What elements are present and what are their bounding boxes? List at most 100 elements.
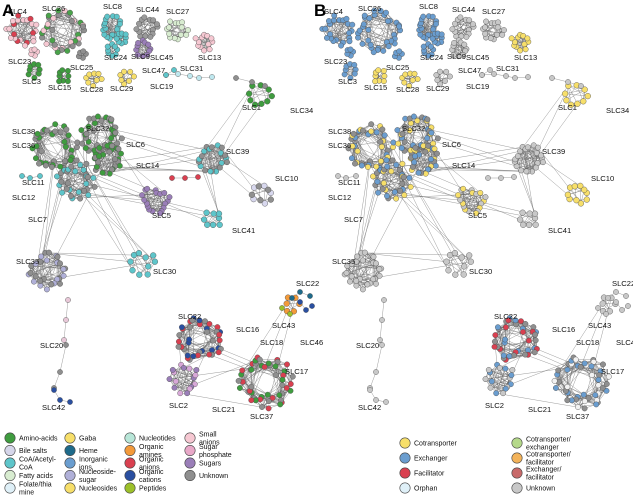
network-node <box>216 331 223 338</box>
network-edge <box>199 158 227 160</box>
network-node <box>52 128 58 135</box>
network-edge <box>45 181 62 253</box>
network-edge <box>485 21 503 36</box>
cluster-label: SLC23 <box>8 57 31 66</box>
network-node <box>117 21 123 27</box>
network-edge <box>404 177 410 196</box>
network-node <box>135 40 142 46</box>
network-node <box>184 390 191 397</box>
network-node <box>141 14 148 21</box>
network-node <box>144 271 151 278</box>
network-edge <box>56 195 89 256</box>
network-node <box>51 41 58 48</box>
network-node <box>61 138 68 145</box>
network-node <box>77 195 84 202</box>
network-edge <box>188 324 201 340</box>
cluster-label: SLC6 <box>126 140 145 149</box>
network-edge <box>53 161 156 262</box>
cluster-label: SLC16 <box>236 325 259 334</box>
network-node <box>169 366 176 373</box>
network-edge <box>251 311 288 401</box>
network-edge <box>62 21 73 49</box>
network-node <box>247 97 254 104</box>
network-edge <box>67 182 85 192</box>
network-node <box>269 395 276 401</box>
cluster-label: SLC32 <box>86 124 109 133</box>
network-node <box>42 162 49 169</box>
network-edge <box>330 24 353 39</box>
cluster-label: SLC14 <box>136 161 159 170</box>
network-edge <box>525 149 533 172</box>
network-node <box>40 27 47 34</box>
network-node <box>163 72 169 78</box>
network-node <box>202 167 209 174</box>
cluster-label: SLC19 <box>150 82 173 91</box>
network-node <box>283 385 290 391</box>
network-node <box>190 353 197 360</box>
network-edge <box>169 378 188 394</box>
network-edge <box>219 167 253 195</box>
network-node <box>35 62 42 68</box>
network-node <box>15 12 22 19</box>
cluster-label: SLC22 <box>178 312 201 321</box>
network-edge <box>133 254 148 275</box>
network-edge <box>88 194 145 201</box>
network-node <box>187 73 193 79</box>
network-node <box>206 46 213 53</box>
network-node <box>264 98 271 105</box>
network-edge <box>209 148 265 187</box>
network-edge <box>53 18 84 27</box>
network-node <box>37 173 43 179</box>
network-edge <box>88 177 94 196</box>
network-node <box>252 101 259 108</box>
cluster-label: SLC35 <box>16 257 39 266</box>
network-edge <box>209 149 217 172</box>
network-node <box>246 90 253 97</box>
network-edge <box>514 147 539 162</box>
cluster-label: SLC5 <box>152 211 171 220</box>
network-node <box>49 164 55 170</box>
cluster-label: SLC4 <box>8 7 27 16</box>
network-edge <box>114 133 199 163</box>
network-node <box>27 175 33 181</box>
network-edge <box>384 169 403 184</box>
network-node <box>204 33 211 39</box>
network-node <box>276 392 283 398</box>
network-node <box>80 48 87 55</box>
network-edge <box>198 147 223 162</box>
network-node <box>83 160 90 167</box>
network-node <box>178 31 184 38</box>
network-edge <box>13 23 32 35</box>
network-edge <box>178 320 200 342</box>
network-edge <box>329 23 348 35</box>
network-node <box>215 349 222 356</box>
network-node <box>63 342 69 348</box>
network-node <box>96 144 103 151</box>
network-node <box>261 182 268 190</box>
network-edge <box>330 23 349 39</box>
cluster-label: SLC25 <box>70 63 93 72</box>
network-node <box>166 30 173 37</box>
network-edge <box>145 20 154 37</box>
cluster-label: SLC13 <box>198 53 221 62</box>
network-node <box>57 369 63 375</box>
network-edge <box>55 21 73 48</box>
network-edge <box>516 147 539 167</box>
network-edge <box>386 177 410 197</box>
network-node <box>210 210 217 217</box>
network-edge <box>369 150 388 162</box>
network-edge <box>361 146 382 166</box>
network-edge <box>378 21 389 49</box>
cluster-label: SLC29 <box>110 84 133 93</box>
network-node <box>309 303 315 309</box>
network-node <box>69 18 75 25</box>
network-node <box>265 405 272 412</box>
network-node <box>85 79 92 86</box>
network-edge <box>515 158 543 160</box>
network-node <box>261 364 268 370</box>
network-node <box>85 123 92 130</box>
network-node <box>32 273 39 280</box>
network-node <box>82 145 89 152</box>
network-node <box>141 197 148 203</box>
